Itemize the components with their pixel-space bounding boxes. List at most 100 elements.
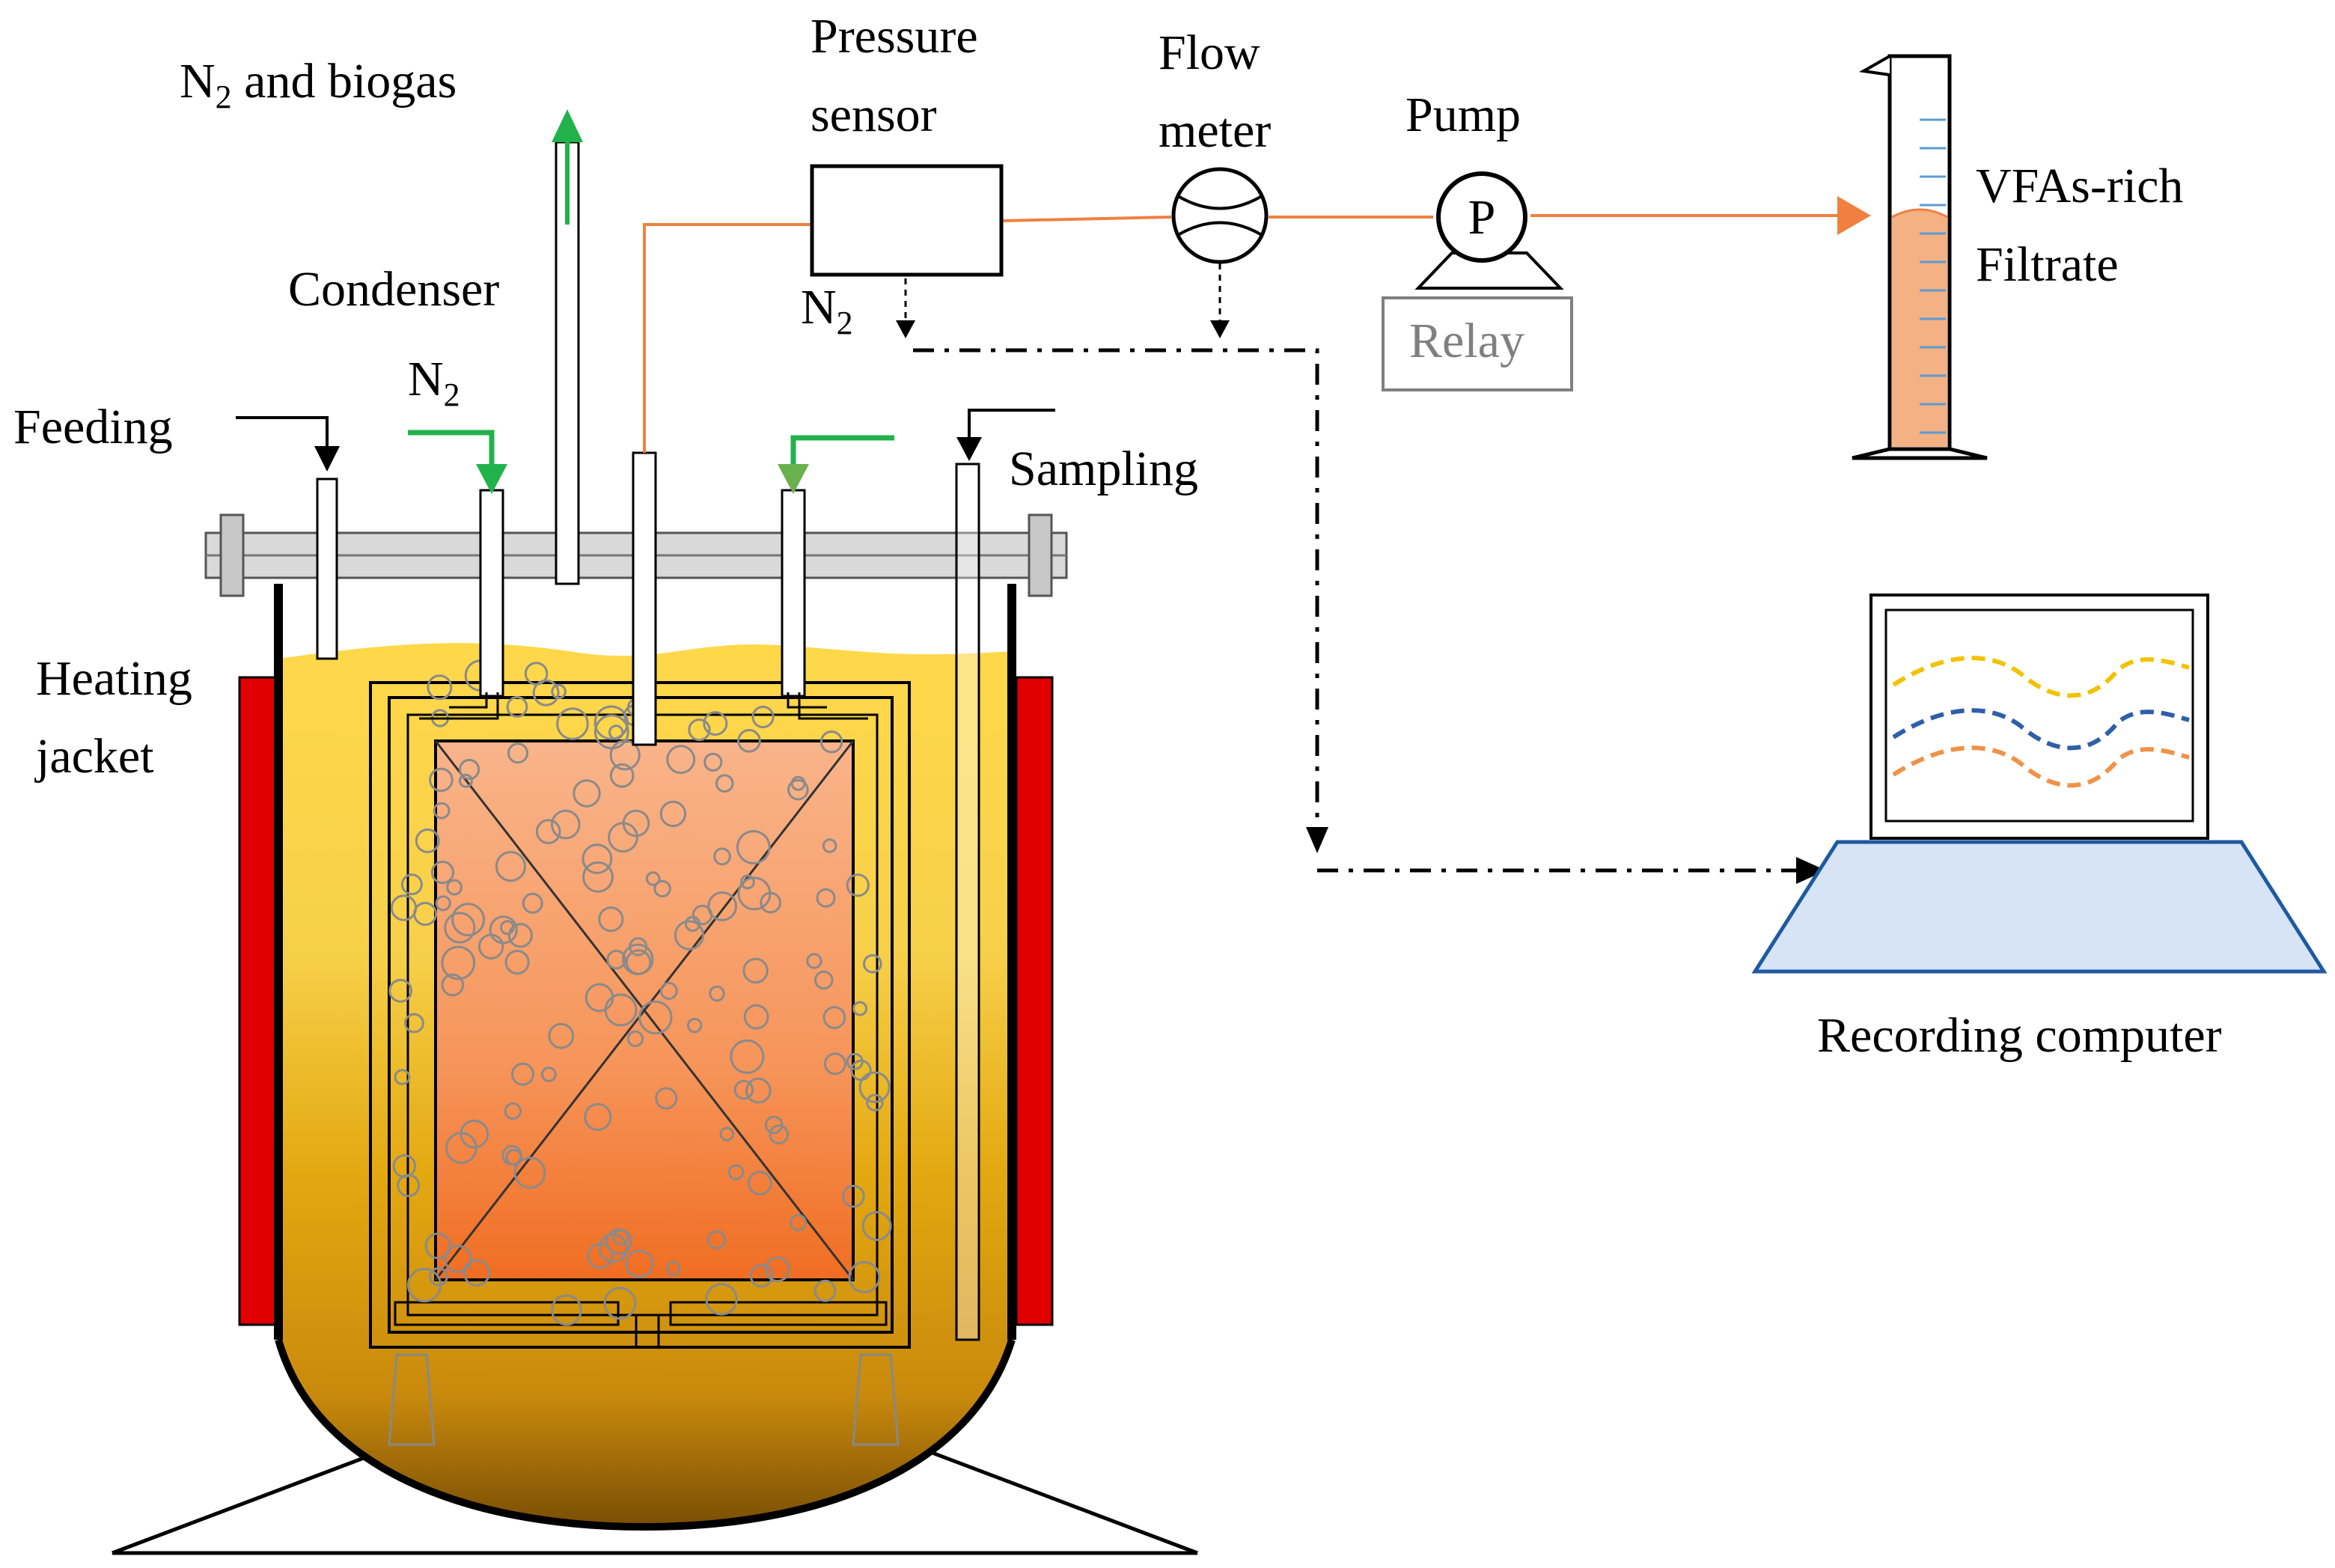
bubble	[850, 1059, 872, 1082]
bubble	[806, 953, 822, 969]
bubble	[733, 1079, 754, 1100]
bubble	[441, 945, 476, 980]
bubble	[638, 1000, 673, 1035]
bubble	[736, 830, 771, 864]
n2-sensor-label: N2	[801, 280, 853, 341]
bubble	[444, 912, 476, 944]
bubble	[787, 778, 809, 801]
bubble	[790, 1214, 808, 1232]
bubble	[548, 1022, 575, 1049]
flow-meter-label-line2: meter	[1159, 103, 1271, 158]
sampling-port	[955, 463, 980, 1341]
bubble	[740, 874, 755, 890]
bubble	[625, 1249, 654, 1278]
n2-inlet-port	[419, 489, 504, 720]
heating-jacket-label-line1: Heating	[36, 651, 192, 706]
feeding-arrow	[236, 416, 340, 472]
bubble	[556, 707, 589, 740]
bubble	[535, 819, 561, 844]
bubble	[598, 906, 624, 933]
bubble	[582, 861, 614, 893]
bubble	[653, 879, 671, 898]
bubble	[608, 822, 638, 853]
bubble	[743, 1004, 769, 1030]
heating-jacket	[238, 676, 1054, 1326]
sampling-label: Sampling	[1009, 442, 1198, 496]
bubble	[751, 705, 775, 729]
bubble	[626, 1030, 644, 1048]
relay-label: Relay	[1409, 314, 1524, 368]
feeding-label: Feeding	[13, 400, 173, 454]
bubble	[459, 758, 480, 781]
bubble	[709, 985, 725, 1002]
bubble	[764, 1115, 784, 1135]
bubble	[500, 920, 515, 936]
pressure-sensor-label-line1: Pressure	[811, 9, 978, 64]
bubble	[659, 981, 678, 1000]
bubble	[655, 1087, 678, 1110]
bubble	[424, 1232, 452, 1260]
bubble	[489, 915, 518, 945]
bubble	[703, 752, 723, 772]
bubble	[495, 851, 527, 882]
bubble	[415, 828, 440, 853]
bubble	[444, 1245, 472, 1273]
bubble	[819, 730, 843, 754]
bubble	[686, 1017, 703, 1034]
feeding-port	[316, 478, 338, 660]
bubble	[429, 1267, 448, 1287]
bubble	[861, 1211, 892, 1242]
bubble	[404, 1013, 424, 1034]
bubble	[814, 1279, 837, 1302]
bubble	[445, 1132, 477, 1165]
bubble	[629, 937, 648, 957]
bubble	[823, 1052, 846, 1076]
bubble	[430, 861, 455, 885]
bubble	[551, 683, 567, 700]
bubble	[532, 679, 560, 707]
bubble	[388, 978, 412, 1003]
bubble	[582, 844, 613, 874]
signal-lines	[896, 263, 1826, 884]
bubble	[584, 1102, 612, 1132]
bubble	[737, 876, 772, 911]
bubble	[507, 923, 534, 948]
filtrate-outlet-port	[632, 451, 657, 746]
bubble	[511, 1062, 534, 1086]
bubble	[504, 1102, 522, 1120]
bubble	[742, 957, 769, 984]
n2-inlet-arrow	[408, 430, 507, 494]
bubble	[573, 779, 601, 808]
bubble	[625, 949, 652, 975]
bubble	[666, 745, 696, 775]
bubble	[446, 879, 463, 896]
bubble	[394, 1069, 411, 1085]
bubble	[745, 1077, 772, 1104]
bubble	[513, 1156, 546, 1189]
bubble	[858, 1071, 891, 1103]
bubble	[706, 1230, 727, 1250]
bubble	[852, 1001, 868, 1016]
bubble	[540, 1067, 557, 1082]
bubble	[522, 892, 543, 914]
bubble	[435, 895, 451, 912]
bubble	[506, 696, 528, 718]
bubble	[659, 800, 687, 828]
bubble	[747, 1171, 772, 1196]
laptop-icon	[1751, 594, 2328, 974]
bubble	[719, 1126, 734, 1142]
n2-inlet-port-2	[781, 489, 868, 720]
bubble	[769, 1124, 790, 1145]
bubble	[433, 802, 451, 820]
filtrate-label-line1: VFAs-rich	[1976, 159, 2183, 213]
bubble	[666, 1261, 681, 1276]
bubble	[842, 1185, 865, 1208]
n2-biogas-label: N2 and biogas	[180, 54, 457, 115]
bubble	[587, 1242, 614, 1269]
bubble	[609, 739, 641, 771]
pressure-sensor-box	[810, 164, 1004, 277]
bubble	[707, 891, 737, 921]
bubble	[863, 954, 882, 974]
